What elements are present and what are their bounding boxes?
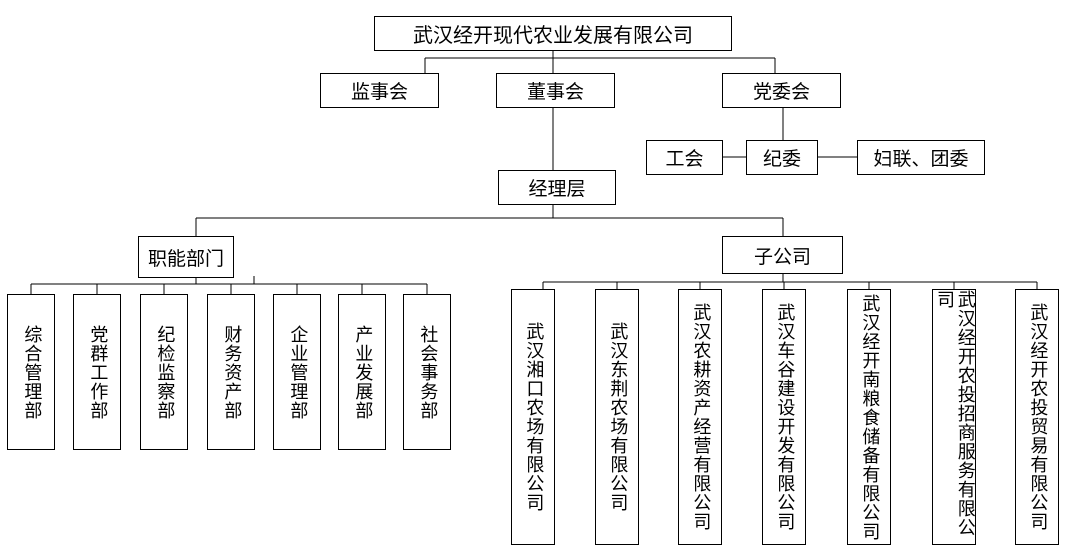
supervisory-board-box: 监事会 — [320, 73, 439, 108]
party-committee-box: 党委会 — [722, 73, 841, 108]
department-box: 社会事务部 — [403, 294, 451, 450]
subsidiary-box: 武汉湘口农场有限公司 — [511, 289, 555, 545]
subsidiary-box: 武汉农耕资产经营有限公司 — [678, 289, 722, 545]
subsidiary-box: 武汉经开南粮食储备有限公司 — [847, 289, 891, 545]
department-box: 企业管理部 — [273, 294, 321, 450]
union-box: 工会 — [646, 140, 723, 175]
women-youth-box: 妇联、团委 — [857, 140, 985, 175]
management-box: 经理层 — [498, 170, 616, 205]
subsidiary-box: 武汉经开农投招商服务有限公司 — [932, 289, 976, 545]
subsidiaries-box: 子公司 — [722, 236, 843, 274]
subsidiary-box: 武汉经开农投贸易有限公司 — [1015, 289, 1059, 545]
department-box: 党群工作部 — [73, 294, 121, 450]
company-box: 武汉经开现代农业发展有限公司 — [374, 16, 732, 51]
functional-departments-box: 职能部门 — [138, 236, 234, 278]
board-of-directors-box: 董事会 — [496, 73, 615, 108]
discipline-committee-box: 纪委 — [746, 140, 818, 175]
department-box: 综合管理部 — [7, 294, 55, 450]
subsidiary-box: 武汉东荆农场有限公司 — [595, 289, 639, 545]
department-box: 纪检监察部 — [140, 294, 188, 450]
department-box: 产业发展部 — [338, 294, 386, 450]
subsidiary-box: 武汉车谷建设开发有限公司 — [762, 289, 806, 545]
department-box: 财务资产部 — [207, 294, 255, 450]
